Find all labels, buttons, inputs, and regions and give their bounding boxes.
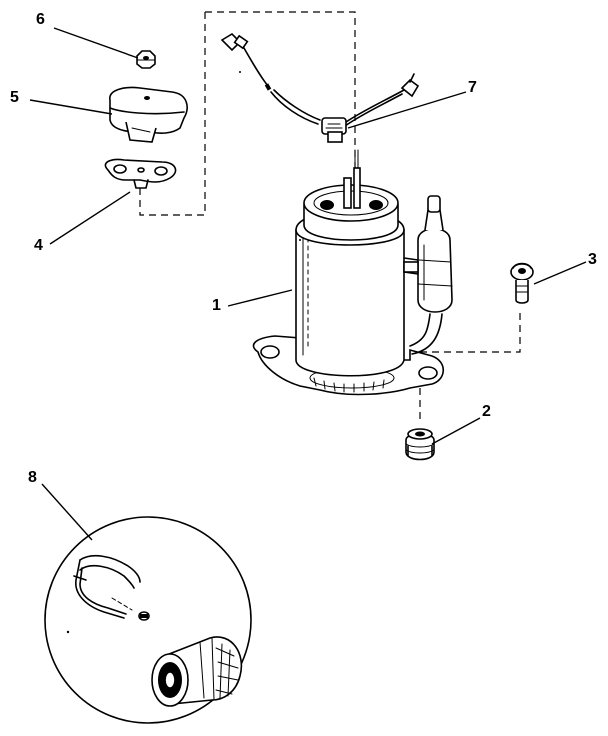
detail-circle bbox=[44, 516, 252, 724]
callout-4: 4 bbox=[34, 237, 43, 254]
leader-lines bbox=[29, 27, 587, 541]
callout-5: 5 bbox=[10, 89, 19, 106]
clip-icon bbox=[73, 554, 150, 621]
callout-2: 2 bbox=[482, 403, 491, 420]
nut-icon bbox=[136, 50, 156, 69]
callout-1: 1 bbox=[212, 297, 221, 314]
wire-harness-icon bbox=[220, 32, 420, 143]
strainer-icon bbox=[151, 636, 243, 707]
bolt-icon bbox=[510, 262, 534, 304]
terminal-cover-icon bbox=[109, 86, 188, 143]
specks bbox=[66, 71, 301, 634]
compressor-icon bbox=[252, 149, 453, 396]
callout-8: 8 bbox=[28, 469, 37, 486]
callout-7: 7 bbox=[468, 79, 477, 96]
callout-3: 3 bbox=[588, 251, 597, 268]
callout-6: 6 bbox=[36, 11, 45, 28]
bracket-icon bbox=[104, 158, 177, 189]
grommet-icon bbox=[405, 428, 435, 461]
